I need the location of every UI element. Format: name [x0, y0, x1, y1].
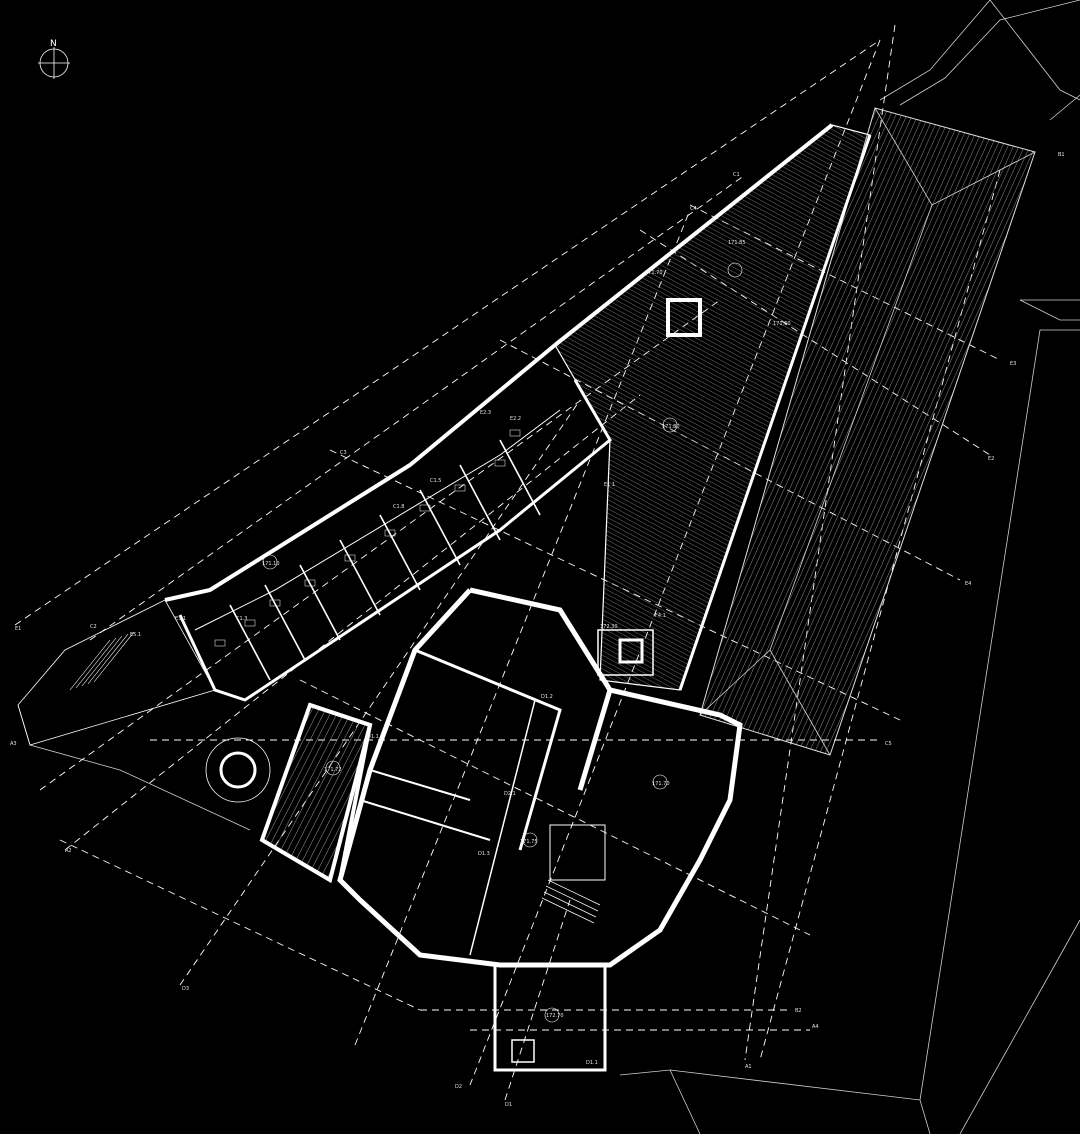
room-label: 171.85: [728, 240, 746, 246]
grid-label: A4: [812, 1024, 819, 1030]
grid-label: B2: [795, 1008, 802, 1014]
grid-label: D3: [182, 986, 189, 992]
north-arrow-icon: N: [38, 39, 70, 79]
room-label: 171.75: [520, 839, 538, 845]
room-label: 172.70: [546, 1013, 564, 1019]
grid-label: A2: [65, 848, 72, 854]
space-label: C1.5: [430, 478, 441, 484]
room-label: 171.72: [324, 767, 342, 773]
room-label: 171.80: [662, 424, 680, 430]
room-label: 172.30: [600, 624, 618, 630]
round-feature: [205, 737, 271, 803]
space-label: E2.2: [510, 416, 521, 422]
room-label: 171.10: [262, 561, 280, 567]
grid-label: C3: [340, 450, 347, 456]
space-label: E1.1: [604, 482, 615, 488]
space-label: D2.1: [504, 791, 516, 797]
grid-label: D1: [505, 1102, 512, 1108]
space-label: D1.1: [367, 734, 379, 740]
grid-label: C2: [90, 624, 97, 630]
space-labels: E3.1 E2.3 E2.2 C1.8 C1.5 C1.3 D1.1 D1.2 …: [130, 410, 666, 1066]
grid-label: E2: [988, 456, 994, 462]
grid-label: E3: [1010, 361, 1016, 367]
room-label: 171.70: [652, 781, 670, 787]
grid-label: C4: [690, 206, 697, 212]
space-label: E3.1: [175, 616, 186, 622]
space-label: E5.1: [130, 632, 141, 638]
office-wing: [164, 343, 612, 702]
grid-label: A1: [745, 1064, 752, 1070]
roof-plane: [699, 107, 1036, 756]
entrance-ramp: [17, 599, 216, 746]
space-label: E2.3: [480, 410, 491, 416]
space-label: D1.1: [586, 1060, 598, 1066]
space-label: D1.2: [541, 694, 553, 700]
room-label: 171.60: [773, 321, 791, 327]
grid-label: D2: [455, 1084, 462, 1090]
grid-label: B1: [1058, 152, 1065, 158]
grid-label: C1: [733, 172, 740, 178]
wedge-building: [553, 123, 872, 691]
space-label: C1.3: [236, 616, 247, 622]
grid-label: C5: [885, 741, 892, 747]
grid-label: A3: [10, 741, 17, 747]
room-labels: 171.10 171.75 171.85 171.70 171.72 171.8…: [262, 240, 791, 1019]
lift-core: [666, 298, 702, 337]
grid-axis-labels: A1 A2 A3 A4 B1 B2 C1 C2 C3 C4 C5 D1 D2 D…: [10, 152, 1065, 1108]
grid-label: E4: [965, 581, 971, 587]
grid-label: E1: [15, 626, 21, 632]
main-building: [259, 587, 743, 1072]
room-label: 171.70: [645, 270, 663, 276]
space-label: F4.1: [655, 613, 666, 619]
north-label: N: [50, 39, 57, 49]
space-label: D1.3: [478, 851, 490, 857]
space-label: C1.8: [393, 504, 404, 510]
